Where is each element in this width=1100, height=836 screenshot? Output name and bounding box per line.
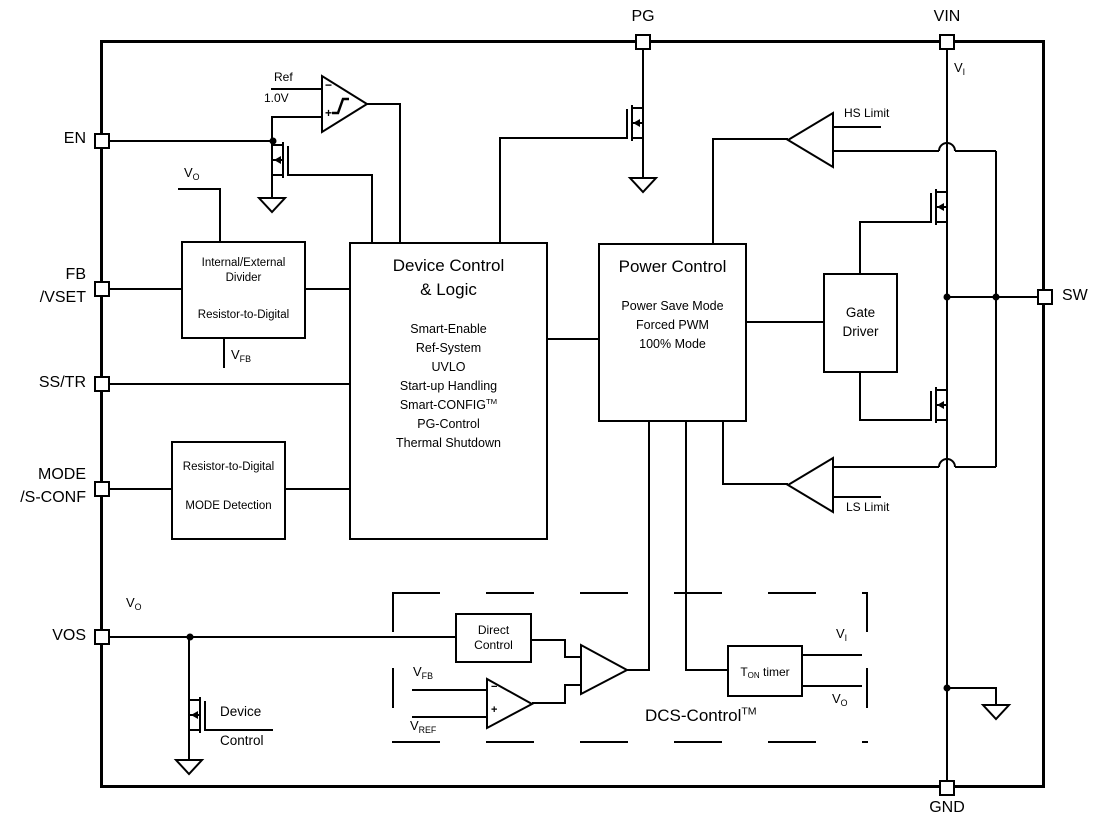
vo-divider-label: VO — [184, 165, 200, 182]
pin-label-sconf: /S-CONF — [20, 489, 86, 506]
hs-mosfet — [922, 188, 948, 226]
pin-label-pg: PG — [631, 8, 655, 25]
device-net-label: Device — [220, 704, 262, 719]
pin-label-sstr: SS/TR — [38, 374, 86, 391]
en-comp-minus: − — [325, 78, 333, 92]
hs-limit-label: HS Limit — [844, 106, 890, 120]
driver-amplifier — [580, 643, 630, 696]
ground-symbol — [173, 177, 1012, 776]
dcs-box-left — [392, 592, 394, 743]
pin-label-gnd: GND — [929, 799, 965, 816]
ref-label: Ref — [274, 70, 293, 84]
pin-label-vos: VOS — [52, 627, 86, 644]
pin-gnd — [939, 780, 955, 796]
en-pulldown-mosfet — [271, 141, 297, 179]
vfb-divider-label: VFB — [231, 347, 251, 364]
vi-net-label: VI — [954, 60, 966, 77]
control-net-label: Control — [220, 733, 264, 748]
ic-boundary — [100, 40, 1045, 788]
pin-label-vset: /VSET — [39, 289, 86, 306]
pin-label-vin: VIN — [933, 8, 961, 25]
dcs-box-right — [866, 592, 868, 743]
pin-fb-vset — [94, 281, 110, 297]
pin-label-fb: FB — [65, 266, 86, 283]
junction-dot — [186, 137, 1000, 692]
ls-limit-comparator — [786, 456, 834, 514]
ls-mosfet — [922, 386, 948, 424]
device-control-item-list: Smart-Enable Ref-System UVLO Start-up Ha… — [396, 322, 501, 450]
error-comparator — [486, 677, 535, 730]
pin-label-sw: SW — [1062, 287, 1088, 304]
en-comp-plus: + — [325, 106, 333, 120]
block-mode-detection: Resistor-to-Digital MODE Detection — [171, 441, 286, 540]
pin-vos — [94, 629, 110, 645]
vo-ton-label: VO — [832, 691, 848, 708]
error-comp-plus: + — [491, 704, 498, 716]
vo-vos-label: VO — [126, 595, 142, 612]
block-ton-timer: TON timer — [727, 645, 803, 697]
dcs-box-bottom — [392, 741, 868, 743]
power-control-item-list: Power Save Mode Forced PWM 100% Mode — [621, 299, 724, 351]
ref-value-label: 1.0V — [264, 91, 289, 105]
pin-en — [94, 133, 110, 149]
wires — [110, 50, 1038, 781]
pin-sw — [1037, 289, 1053, 305]
block-gate-driver: Gate Driver — [823, 273, 898, 373]
pin-label-en: EN — [63, 130, 86, 147]
pin-mode-sconf — [94, 481, 110, 497]
block-internal-external-divider: Internal/External Divider Resistor-to-Di… — [181, 241, 306, 339]
hs-limit-comparator — [786, 111, 834, 169]
dcs-control-label: DCS-ControlTM — [645, 705, 757, 725]
pin-label-mode: MODE — [38, 466, 86, 483]
vref-dcs-label: VREF — [410, 718, 437, 735]
dcs-box-top — [392, 592, 868, 594]
block-power-control: Power Control Power Save Mode Forced PWM… — [598, 243, 747, 422]
pg-mosfet — [618, 104, 644, 142]
block-device-control-logic: Device Control & Logic Smart-Enable Ref-… — [349, 242, 548, 540]
vfb-dcs-label: VFB — [413, 664, 433, 681]
error-comp-minus: − — [491, 681, 498, 693]
wire-hop — [938, 142, 956, 468]
vi-ton-label: VI — [836, 626, 848, 643]
hysteresis-icon — [332, 97, 349, 115]
en-comparator — [321, 74, 369, 134]
ls-limit-label: LS Limit — [846, 500, 890, 514]
pin-pg — [635, 34, 651, 50]
vos-discharge-mosfet — [188, 696, 214, 734]
pin-ss-tr — [94, 376, 110, 392]
block-direct-control: Direct Control — [455, 613, 532, 663]
pin-vin — [939, 34, 955, 50]
